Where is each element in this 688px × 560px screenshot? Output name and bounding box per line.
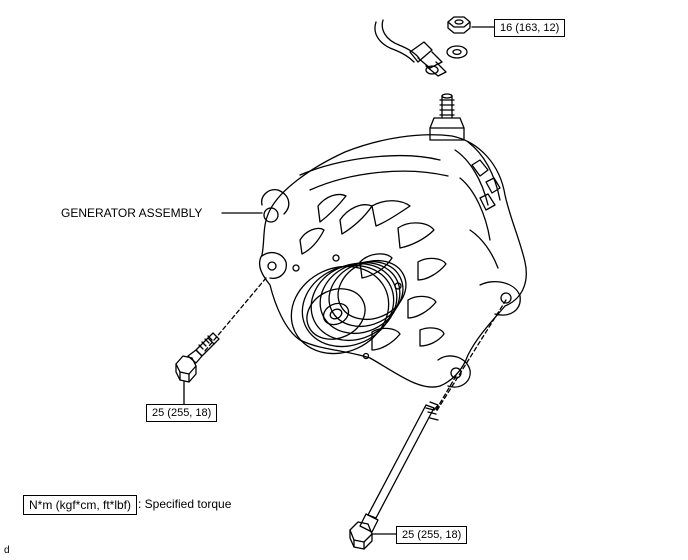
wire-harness <box>374 19 447 77</box>
short-bolt-axis-line <box>203 277 267 353</box>
generator-body <box>258 134 527 388</box>
short-bolt <box>175 332 220 383</box>
torque-legend-description: : Specified torque <box>138 497 232 511</box>
short-bolt-torque-callout: 25 (255, 18) <box>146 404 218 422</box>
pulley <box>290 259 407 355</box>
torque-unit-legend-box: N*m (kgf*cm, ft*lbf) <box>23 495 138 515</box>
nut-and-washer <box>446 16 471 59</box>
nut-torque-callout: 16 (163, 12) <box>494 19 566 37</box>
long-bolt-torque-callout: 25 (255, 18) <box>396 526 468 544</box>
figure-id: d <box>4 545 10 556</box>
long-bolt-axis-line-upper <box>435 299 507 413</box>
generator-assembly-label: GENERATOR ASSEMBLY <box>61 206 203 220</box>
long-bolt-axis-line-lower <box>435 375 457 411</box>
terminal-stud <box>429 93 465 141</box>
